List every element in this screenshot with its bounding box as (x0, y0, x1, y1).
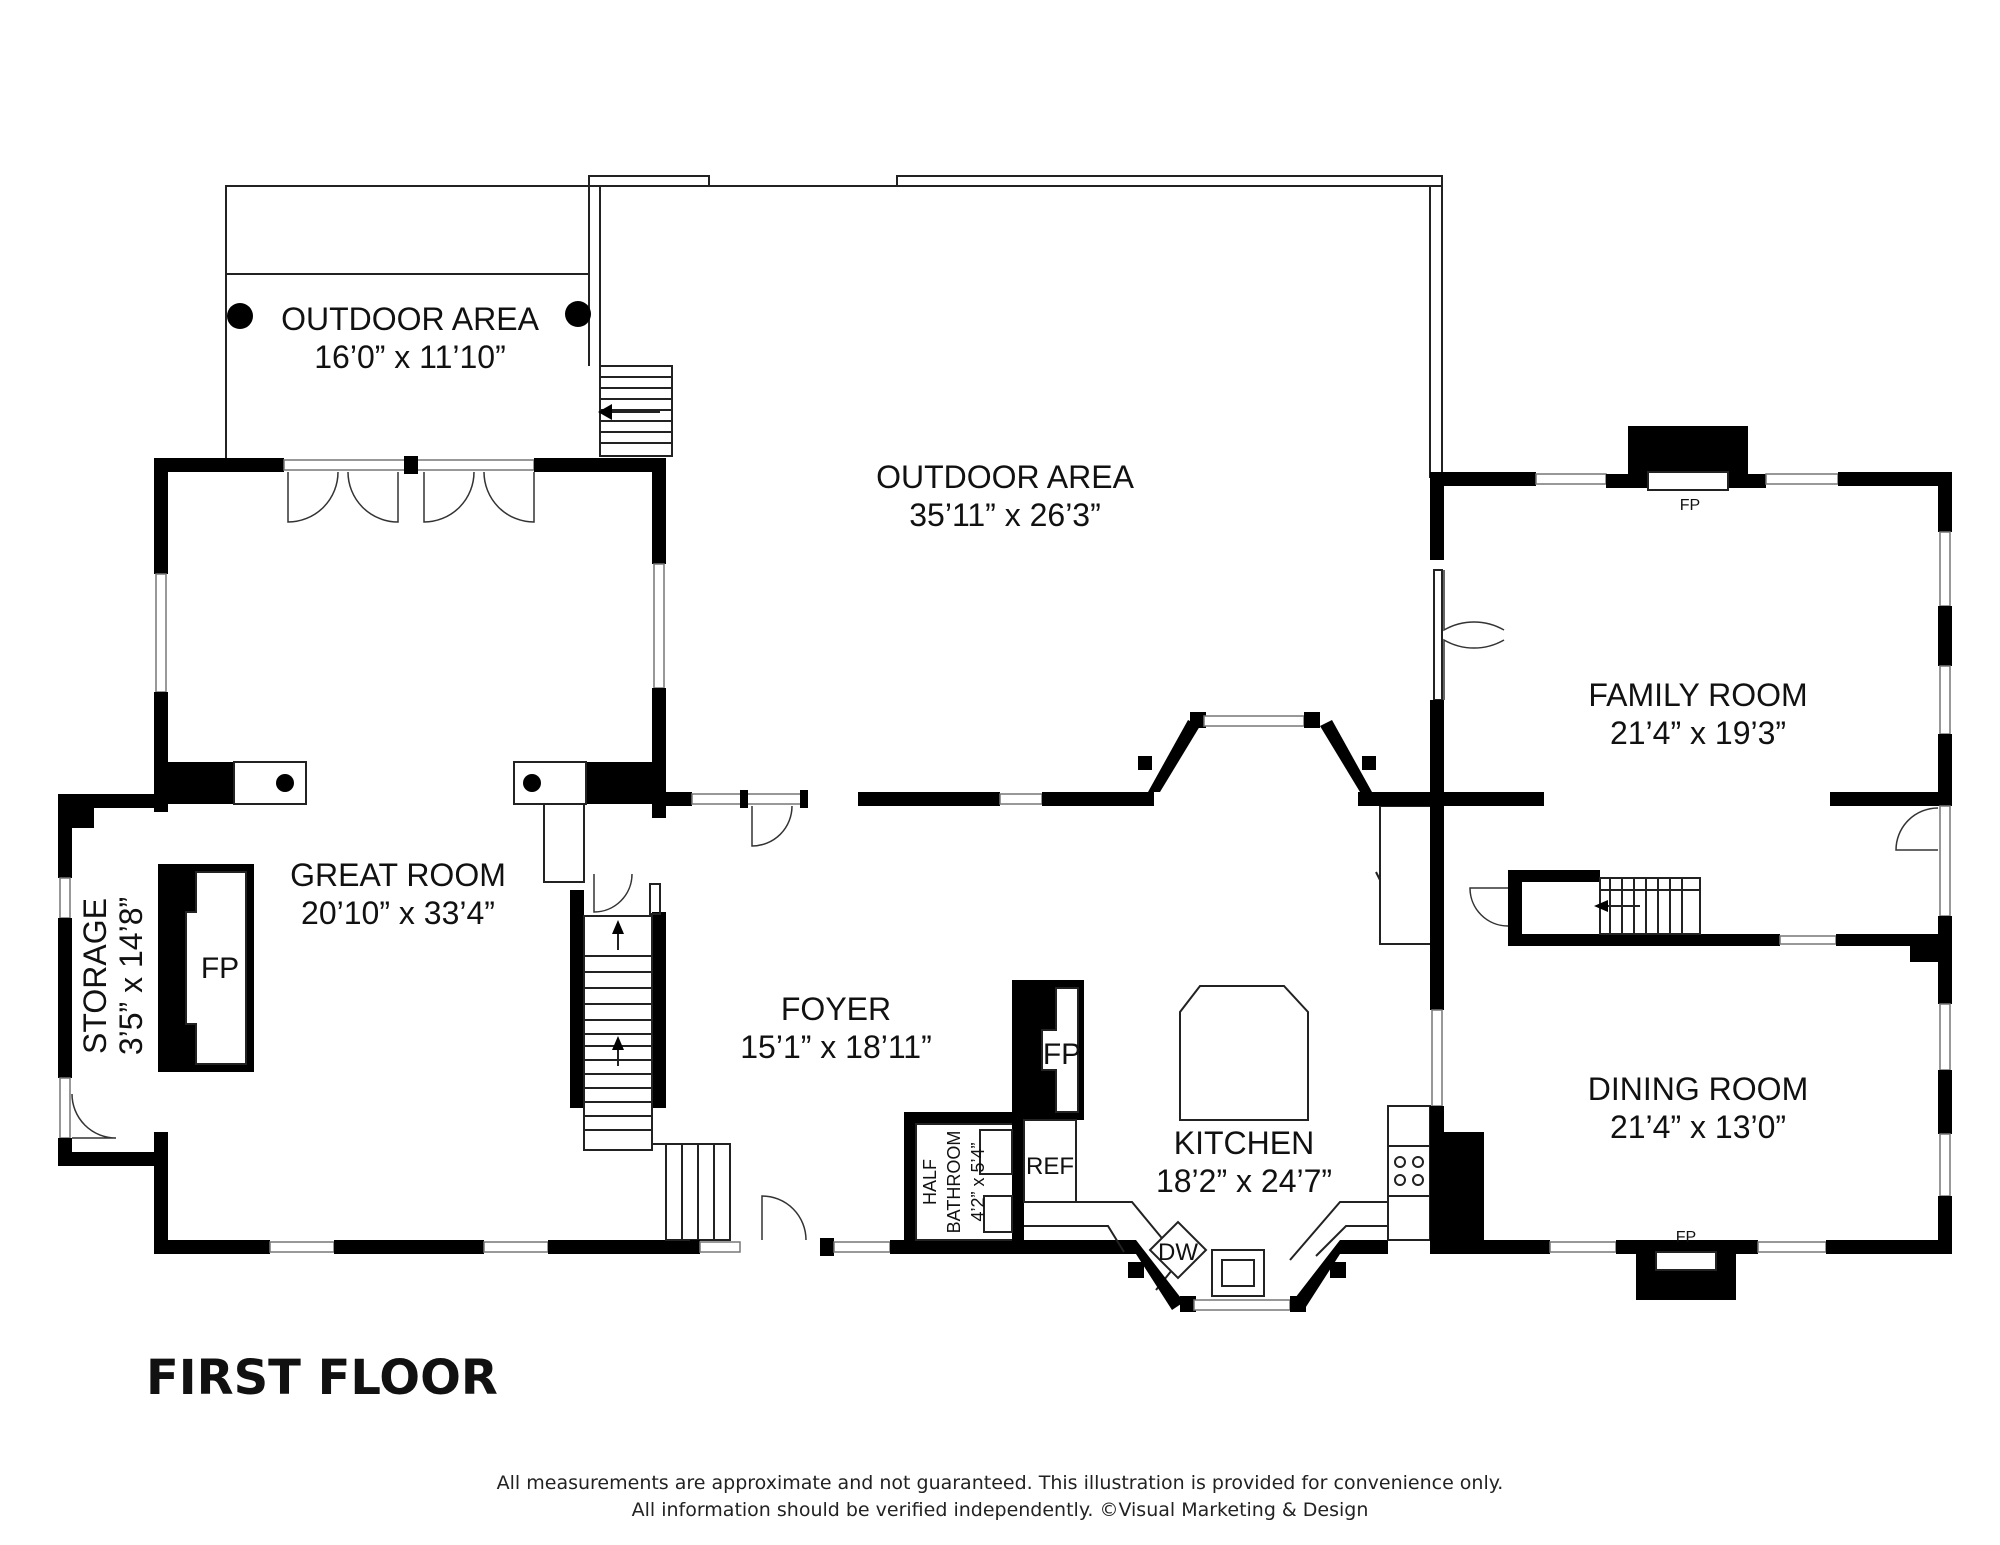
main-staircase (543, 803, 731, 1241)
dining-room-fireplace (1655, 1251, 1717, 1271)
exterior-stairs (598, 365, 673, 457)
foyer-kitchen-walls (652, 712, 1440, 1312)
family-room-fp-label: FP (1680, 497, 1700, 514)
kitchen-sink (1211, 1249, 1265, 1297)
great-room-walls (154, 456, 690, 1254)
great-room-name: GREAT ROOM (290, 857, 506, 893)
dining-room-fp-label: FP (1676, 1229, 1696, 1246)
roof-edge-left (588, 175, 710, 187)
disclaimer-line-1: All measurements are approximate and not… (496, 1472, 1504, 1494)
storage-dims: 3’5” x 14’8” (113, 897, 149, 1055)
foyer-dims: 15’1” x 18’11” (740, 1029, 932, 1065)
storage-door (71, 1093, 117, 1139)
kitchen-name: KITCHEN (1174, 1125, 1314, 1161)
great-room-door-1 (287, 471, 339, 523)
outdoor-small-dims: 16’0” x 11’10” (314, 339, 506, 375)
floor-title: FIRST FLOOR (146, 1350, 498, 1406)
great-room-fireplace (185, 871, 247, 1065)
dining-room-dims: 21’4” x 13’0” (1610, 1109, 1786, 1145)
disclaimer-line-2: All information should be verified indep… (631, 1499, 1369, 1521)
foyer-fireplace (1041, 987, 1079, 1113)
disclaimer: All measurements are approximate and not… (400, 1470, 1600, 1524)
great-room-door-2 (347, 471, 399, 523)
dishwasher (1148, 1220, 1208, 1280)
foyer-name: FOYER (781, 991, 891, 1027)
family-room-name: FAMILY ROOM (1588, 677, 1807, 713)
column-right (565, 301, 591, 327)
room-labels: OUTDOOR AREA 16’0” x 11’10” OUTDOOR AREA… (77, 301, 1808, 1266)
family-room-dims: 21’4” x 19’3” (1610, 715, 1786, 751)
family-dining-walls (1358, 426, 1952, 1300)
outdoor-small-awning (225, 185, 590, 275)
outdoor-small-name: OUTDOOR AREA (281, 301, 539, 337)
outdoor-large-dims: 35’11” x 26’3” (909, 497, 1101, 533)
great-room-fp-label: FP (201, 952, 239, 985)
foyer-fp-label: FP (1043, 1038, 1081, 1071)
outdoor-area-large (588, 175, 1443, 478)
roof-edge-right (896, 175, 1443, 187)
dining-column (1430, 1132, 1484, 1254)
stove (1387, 1105, 1431, 1241)
column-left (227, 303, 253, 329)
foyer-front-door (761, 1195, 807, 1241)
outdoor-area-small (225, 185, 591, 458)
half-bath-dims: 4’2” x 5’4” (968, 1142, 988, 1221)
storage-name: STORAGE (77, 898, 113, 1054)
half-bath-line2: BATHROOM (944, 1131, 964, 1234)
dw-label: DW (1158, 1239, 1198, 1266)
family-room-fireplace (1647, 471, 1729, 491)
great-room-dims: 20’10” x 33’4” (301, 895, 495, 931)
outdoor-large-name: OUTDOOR AREA (876, 459, 1134, 495)
stairs-direction-arrow (598, 404, 612, 420)
dining-room-name: DINING ROOM (1588, 1071, 1808, 1107)
great-room-door-3 (423, 471, 475, 523)
foyer-door-top (751, 805, 793, 847)
kitchen-island (1179, 985, 1309, 1121)
great-room-door-4 (483, 471, 535, 523)
ref-label: REF (1026, 1153, 1074, 1180)
half-bath-line1: HALF (920, 1159, 940, 1205)
storage-walls (58, 794, 164, 1166)
kitchen-dims: 18’2” x 24’7” (1156, 1163, 1332, 1199)
